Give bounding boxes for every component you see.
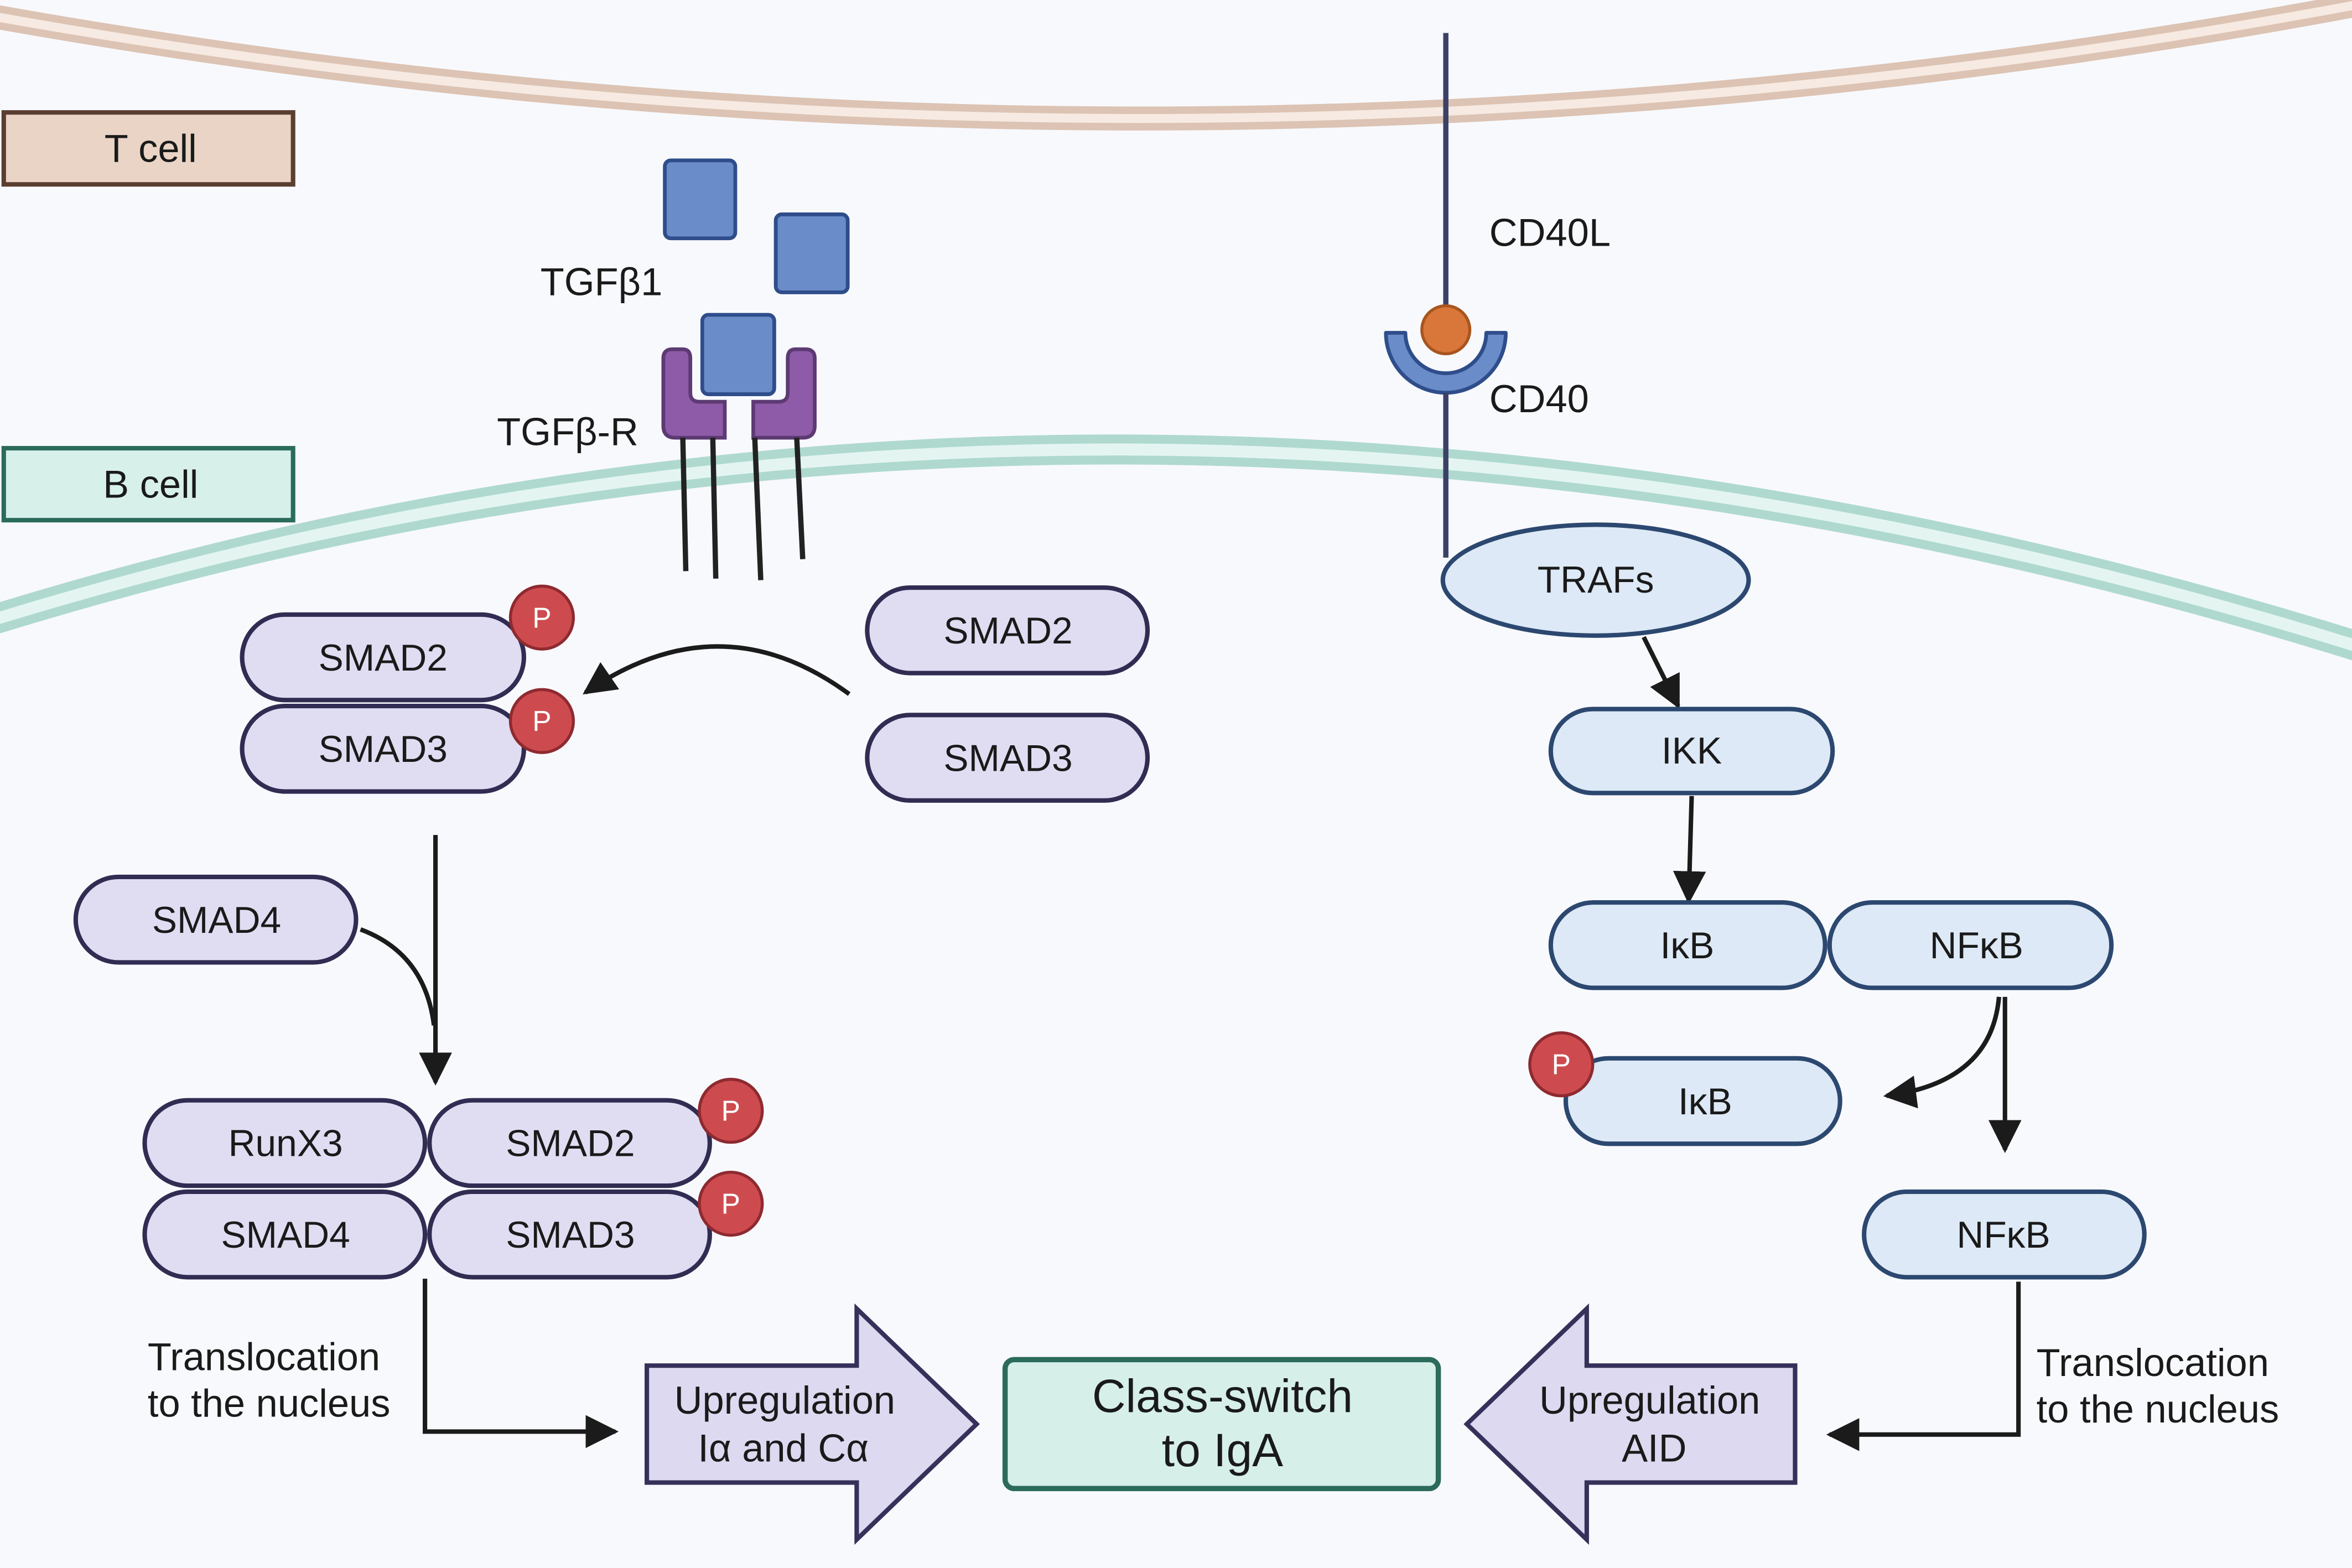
phospho-smad2: SMAD2 — [240, 612, 526, 703]
translocation-line-2: to the nucleus — [148, 1381, 391, 1425]
upregulation-ia-ca-arrow: Upregulation Iα and Cα — [645, 1303, 980, 1545]
trafs-label: TRAFs — [1538, 559, 1654, 601]
phosphate-label: P — [532, 601, 551, 634]
smad-translocation-arrow — [423, 1279, 619, 1448]
tgfb1-ligand — [663, 158, 738, 241]
to-iga-label: to IgA — [1162, 1424, 1283, 1476]
smad2-label: SMAD2 — [943, 610, 1072, 652]
nuclear-nfkb: NFκB — [1862, 1189, 2147, 1280]
phospho-smad3: SMAD3 — [240, 704, 526, 794]
smad4-label: SMAD4 — [152, 900, 281, 941]
complex-smad3: SMAD3 — [427, 1189, 712, 1280]
phospho-smad2-label: SMAD2 — [319, 637, 448, 679]
nuclear-nfkb-label: NFκB — [1956, 1214, 2050, 1256]
phosphorylation-arrow — [583, 644, 851, 696]
legend-b-cell-label: B cell — [103, 463, 198, 506]
ikk: IKK — [1548, 707, 1835, 796]
complex-smad3-label: SMAD3 — [506, 1214, 635, 1256]
complex-smad2: SMAD2 — [427, 1098, 712, 1188]
t-cell-membrane — [0, 0, 2352, 131]
tgfb1-label: TGFβ1 — [541, 260, 663, 304]
nfkb-translocation-arrow — [1826, 1281, 2021, 1451]
complex-smad4: SMAD4 — [142, 1189, 428, 1280]
translocation-line-2: to the nucleus — [2037, 1387, 2280, 1431]
complex-runx3-label: RunX3 — [229, 1123, 343, 1165]
cd40l-ligand — [1420, 33, 1472, 356]
smad3-label: SMAD3 — [943, 738, 1072, 779]
phosphate-label: P — [1552, 1048, 1571, 1081]
tgfb-receptor-label: TGFβ-R — [497, 410, 638, 454]
nfkb: NFκB — [1827, 900, 2114, 990]
smad4-join-curve — [360, 927, 437, 1026]
complex-smad4-label: SMAD4 — [221, 1214, 350, 1256]
class-switch-label: Class-switch — [1092, 1370, 1353, 1422]
nfkb-translocation-label: Translocation to the nucleus — [2037, 1341, 2280, 1431]
cd40-label: CD40 — [1489, 377, 1589, 420]
complex-runx3: RunX3 — [142, 1098, 428, 1188]
legend-t-cell: T cell — [1, 110, 295, 187]
translocation-line-1: Translocation — [2037, 1341, 2269, 1384]
phospho-ikb-label: IκB — [1678, 1081, 1732, 1123]
phosphate-badge: P — [508, 584, 575, 651]
tgfb-receptor — [661, 347, 817, 580]
phospho-ikb: IκB — [1563, 1056, 1842, 1146]
smad2: SMAD2 — [865, 585, 1150, 676]
translocation-line-1: Translocation — [148, 1335, 380, 1378]
upregulation-aid-arrow: Upregulation AID — [1463, 1303, 1798, 1545]
legend-b-cell: B cell — [1, 446, 295, 523]
phosphate-badge: P — [698, 1078, 764, 1144]
complex-smad2-label: SMAD2 — [506, 1123, 635, 1165]
phospho-smad3-label: SMAD3 — [319, 729, 448, 770]
nfkb-label: NFκB — [1930, 925, 2023, 967]
tgfb1-ligand — [773, 212, 850, 294]
ia-ca-label: Iα and Cα — [698, 1426, 869, 1470]
cd40-receptor — [1384, 331, 1508, 558]
class-switch-box: Class-switch to IgA — [1002, 1357, 1441, 1492]
ikk-to-ikb-arrow — [1673, 796, 1706, 905]
upregulation-label: Upregulation — [674, 1378, 895, 1422]
phosphate-badge: P — [508, 688, 575, 754]
phosphate-label: P — [721, 1188, 740, 1220]
b-cell-membrane — [0, 434, 2352, 661]
aid-label: AID — [1622, 1426, 1686, 1470]
phosphate-label: P — [532, 705, 551, 737]
ikk-label: IKK — [1662, 730, 1722, 772]
phosphate-badge: P — [698, 1171, 764, 1237]
smad3: SMAD3 — [865, 713, 1150, 803]
tgfb1-bound-ligand — [700, 313, 776, 396]
upregulation-label: Upregulation — [1539, 1378, 1760, 1422]
smad4: SMAD4 — [73, 874, 359, 965]
trafs-to-ikk-arrow — [1642, 636, 1680, 709]
smad-translocation-label: Translocation to the nucleus — [148, 1335, 391, 1425]
ikb: IκB — [1548, 900, 1827, 990]
cd40l-label: CD40L — [1489, 210, 1611, 254]
legend-t-cell-label: T cell — [105, 127, 197, 170]
phosphate-label: P — [721, 1095, 740, 1127]
ikb-label: IκB — [1660, 925, 1714, 967]
ikb-release-arrow — [1883, 996, 2001, 1109]
trafs: TRAFs — [1440, 522, 1751, 638]
phosphate-badge: P — [1528, 1031, 1595, 1098]
